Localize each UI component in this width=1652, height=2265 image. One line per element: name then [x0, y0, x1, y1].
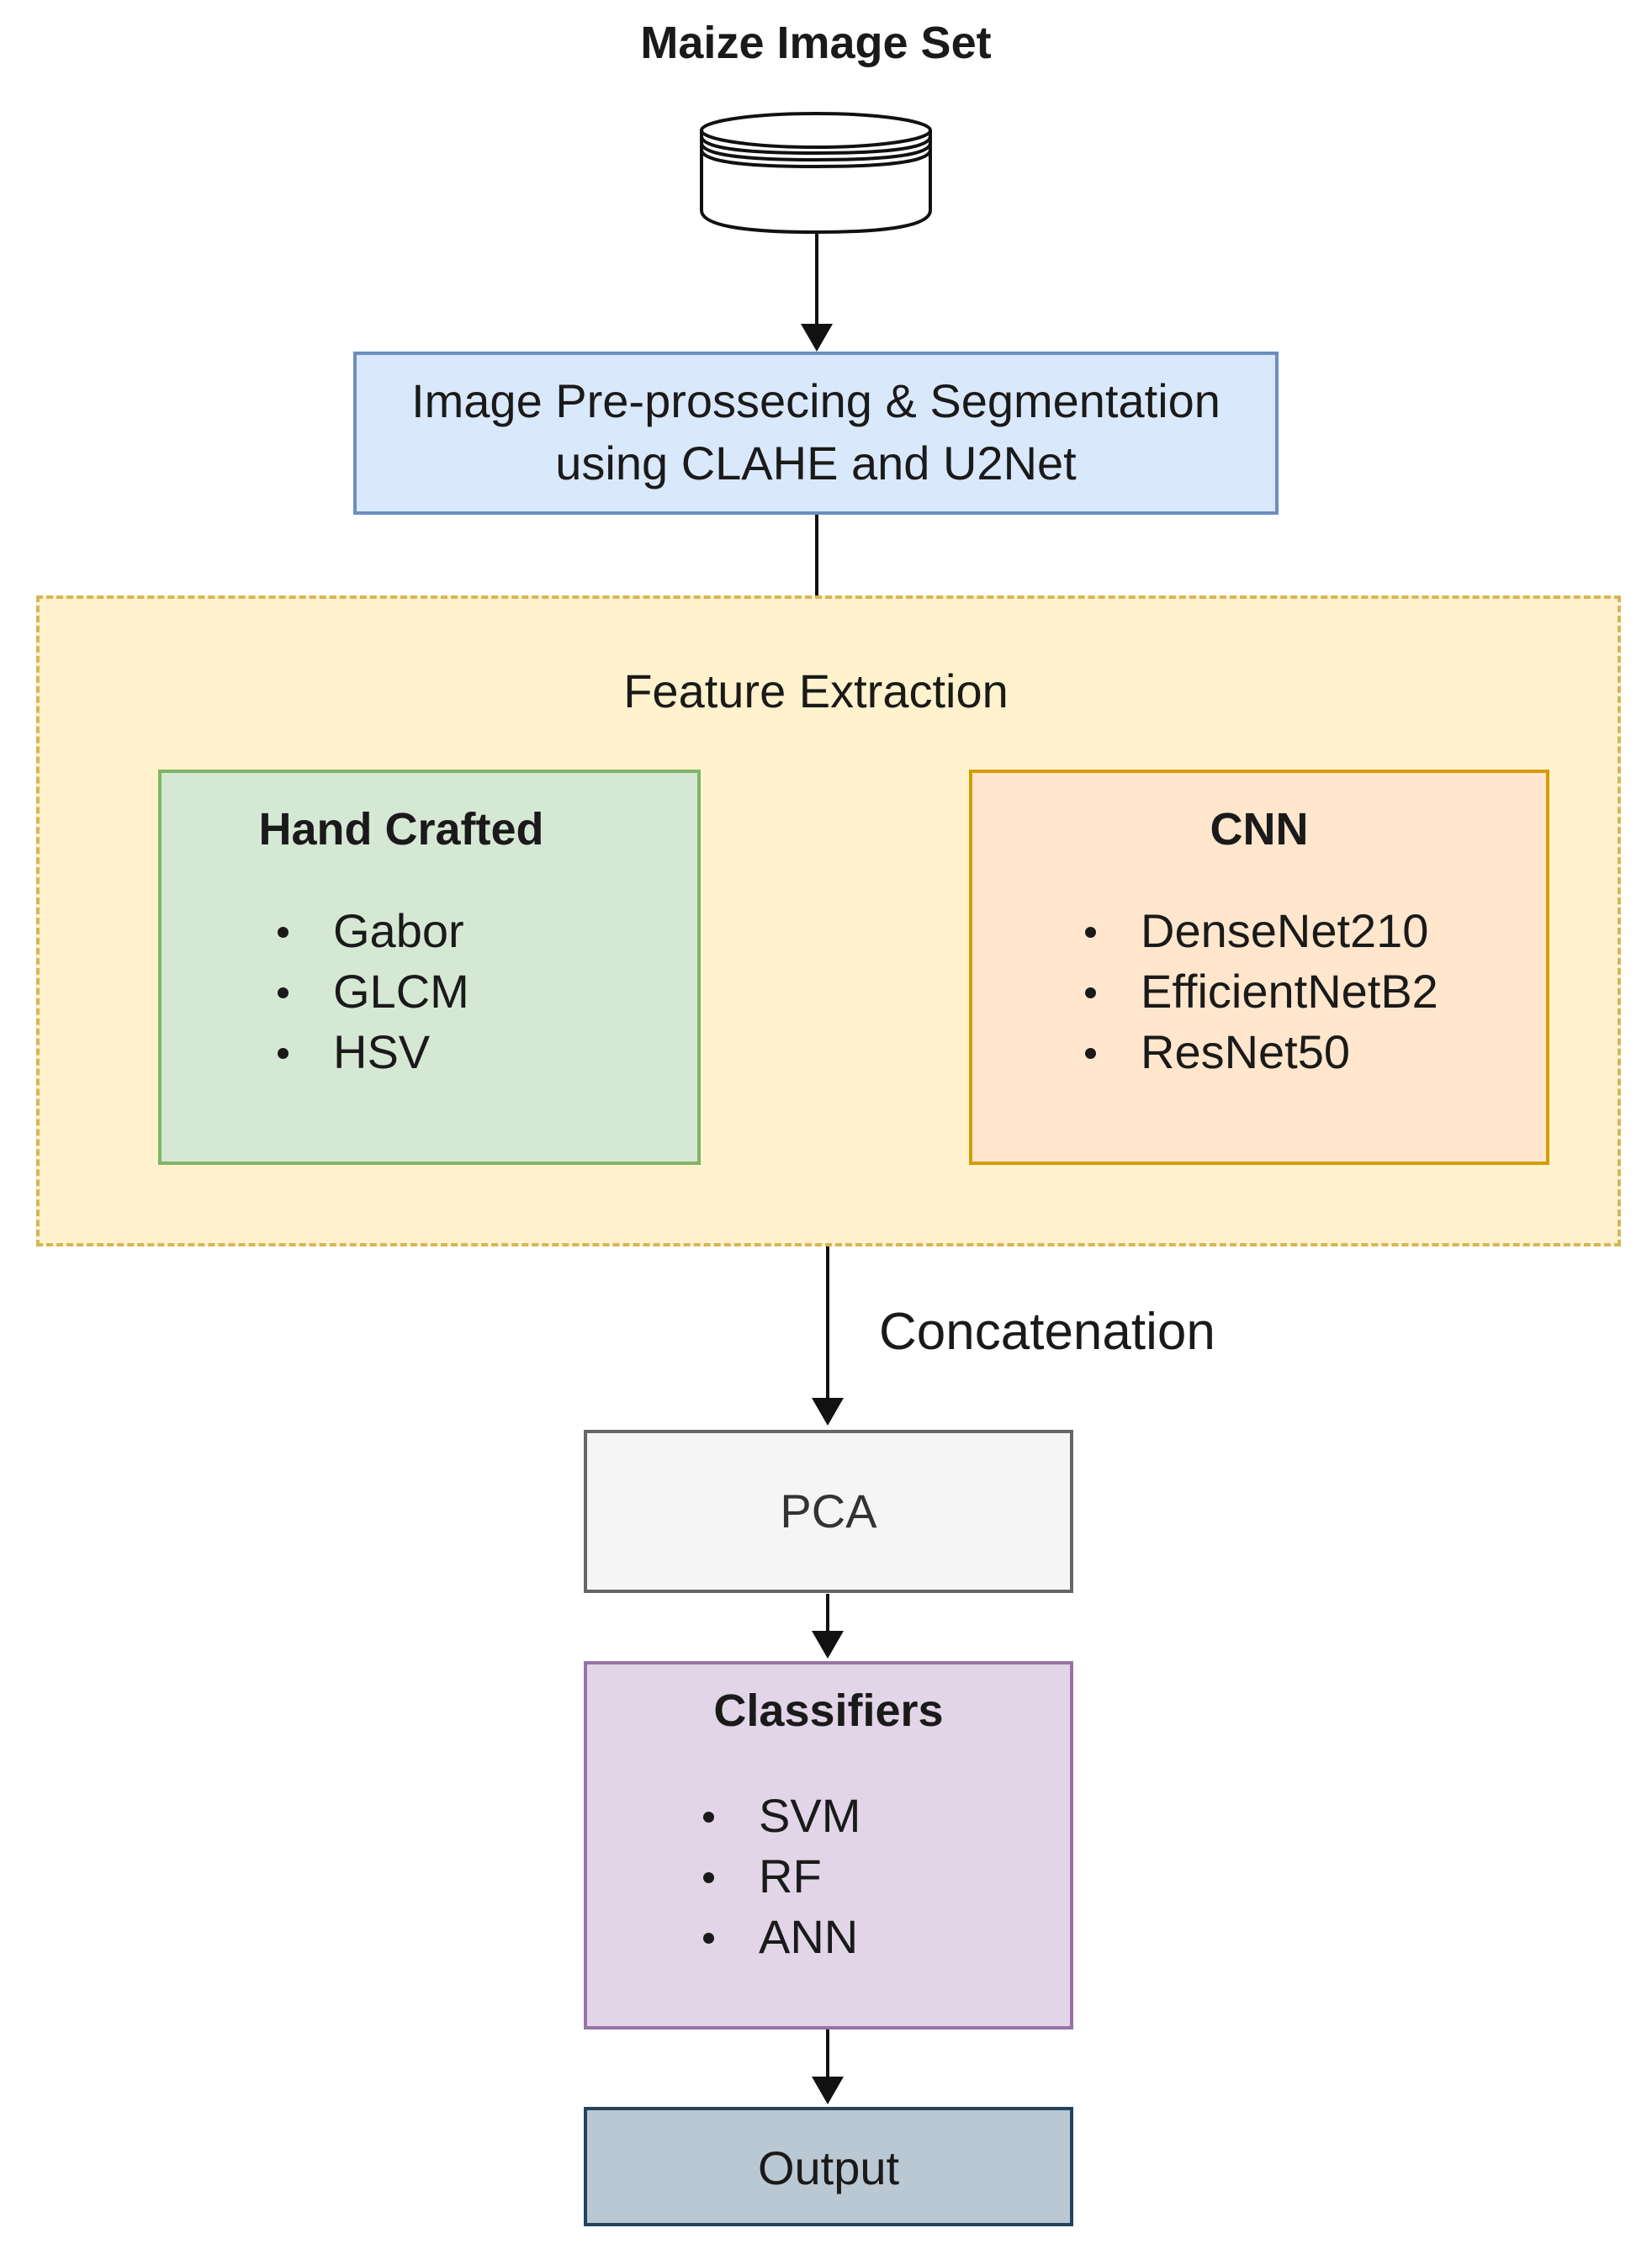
- arrow-classifiers-to-output: [812, 2030, 844, 2104]
- cnn-list: DenseNet210 EfficientNetB2 ResNet50: [1082, 901, 1438, 1082]
- output-box: Output: [584, 2107, 1073, 2226]
- concatenation-label: Concatenation: [879, 1303, 1215, 1361]
- list-item: RF: [700, 1846, 860, 1907]
- cnn-box: CNN DenseNet210 EfficientNetB2 ResNet50: [969, 770, 1549, 1165]
- preprocess-line2: using CLAHE and U2Net: [555, 437, 1077, 490]
- feature-extraction-label: Feature Extraction: [623, 664, 1009, 717]
- preprocess-line1: Image Pre-prossecing & Segmentation: [411, 374, 1220, 427]
- list-item: Gabor: [274, 901, 469, 961]
- list-item: ANN: [700, 1907, 860, 1967]
- pca-label: PCA: [780, 1484, 877, 1537]
- output-label: Output: [757, 2141, 900, 2194]
- list-item: EfficientNetB2: [1082, 961, 1438, 1022]
- classifiers-title: Classifiers: [713, 1686, 944, 1736]
- list-item: GLCM: [274, 961, 469, 1022]
- arrow-pca-to-classifiers: [812, 1594, 844, 1659]
- hand-crafted-box: Hand Crafted Gabor GLCM HSV: [158, 770, 701, 1165]
- hand-crafted-title: Hand Crafted: [258, 804, 544, 855]
- classifiers-box: Classifiers SVM RF ANN: [584, 1661, 1073, 2030]
- cnn-title: CNN: [1210, 804, 1309, 855]
- pca-box: PCA: [584, 1430, 1073, 1593]
- list-item: ResNet50: [1082, 1022, 1438, 1082]
- diagram-title: Maize Image Set: [640, 18, 992, 68]
- list-item: HSV: [274, 1022, 469, 1082]
- database-icon: [700, 112, 932, 235]
- arrow-db-to-preprocess: [801, 234, 833, 352]
- classifiers-list: SVM RF ANN: [700, 1786, 860, 1967]
- list-item: SVM: [700, 1786, 860, 1846]
- preprocess-box: Image Pre-prossecing & Segmentation usin…: [353, 352, 1279, 515]
- arrow-concatenation-to-pca: [812, 1245, 844, 1426]
- hand-crafted-list: Gabor GLCM HSV: [274, 901, 469, 1082]
- list-item: DenseNet210: [1082, 901, 1438, 961]
